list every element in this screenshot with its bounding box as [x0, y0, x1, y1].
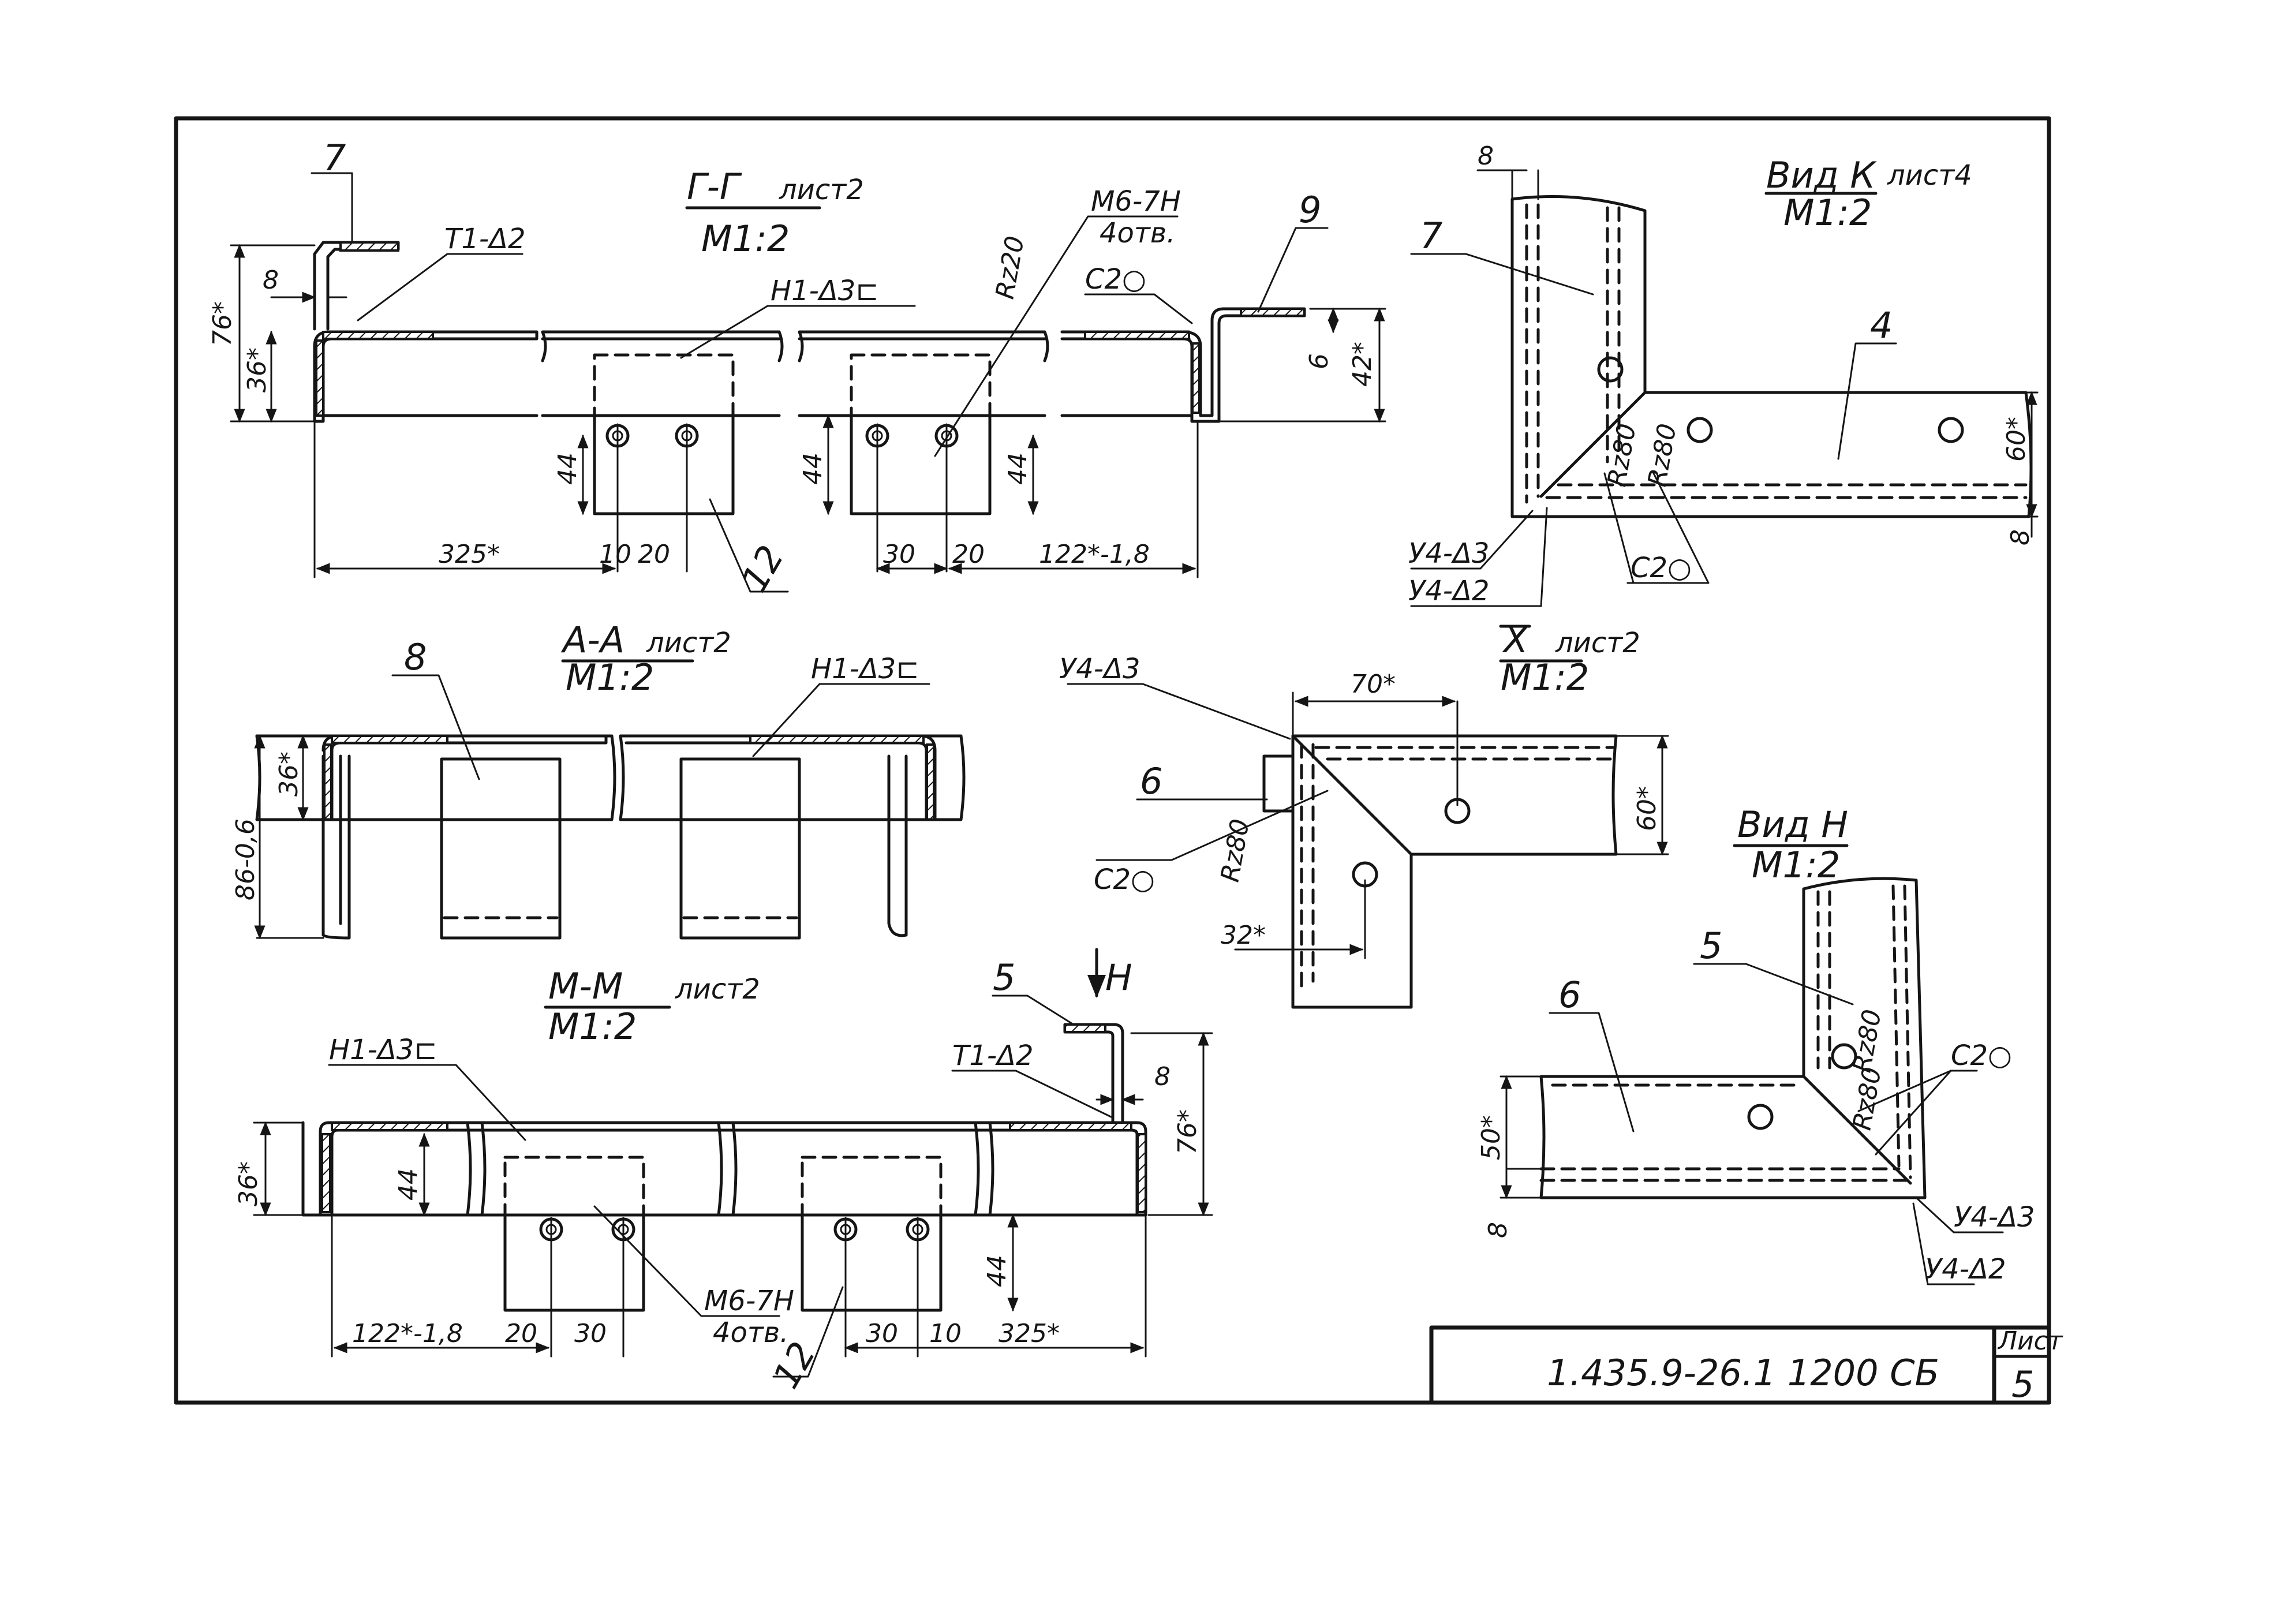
- mm-dim-122: 122*-1,8: [352, 1319, 463, 1348]
- mm-dim-44a: 44: [394, 1168, 423, 1201]
- k-dim-8b: 8: [2006, 529, 2035, 545]
- mm-thread: М6-7Н: [704, 1285, 794, 1317]
- gg-dim-44b: 44: [798, 453, 828, 485]
- k-weld-u4d3: У4-Δ3: [1408, 537, 1489, 570]
- arrow-h-label: Н: [1105, 956, 1132, 999]
- gg-dim-36: 36*: [242, 347, 272, 392]
- view-gg: Г-Г лист2 М1:2: [208, 137, 1386, 599]
- view-vid-k: Вид К лист4 М1:2 8 60* 8 Rz80 Rz80 7 4 У…: [1408, 141, 2039, 607]
- view-vid-k-sheet-ref: лист4: [1887, 159, 1972, 192]
- x-dim-60: 60*: [1632, 786, 1662, 831]
- x-pos-6: 6: [1140, 760, 1162, 802]
- k-dim-8a: 8: [1478, 141, 1494, 171]
- gg-dim-10: 10: [599, 540, 631, 569]
- mm-weld-t1: Т1-Δ2: [952, 1040, 1034, 1072]
- n-rz80b: Rz80: [1848, 1065, 1887, 1132]
- x-dim-70: 70*: [1351, 670, 1396, 699]
- view-x-sheet-ref: лист2: [1555, 627, 1640, 659]
- gg-dim-44c: 44: [1003, 453, 1033, 485]
- n-weld-u4d2: У4-Δ2: [1925, 1253, 2006, 1285]
- gg-weld-t1: Т1-Δ2: [444, 223, 526, 255]
- n-pos-5: 5: [1700, 925, 1722, 967]
- gg-dim-6: 6: [1304, 353, 1334, 369]
- view-aa-scale: М1:2: [566, 656, 654, 698]
- gg-dim-122: 122*-1,8: [1039, 540, 1150, 569]
- gg-dim-325: 325*: [439, 540, 500, 569]
- n-rz80a: Rz80: [1848, 1007, 1887, 1075]
- gg-pos-7: 7: [323, 137, 346, 179]
- gg-weld-n1: Н1-Δ3⊏: [771, 275, 879, 307]
- view-x-scale: М1:2: [1501, 656, 1589, 698]
- title-block-sheet-label: Лист: [1997, 1326, 2063, 1356]
- view-vid-n-title: Вид Н: [1737, 803, 1848, 846]
- view-aa-title: А-А: [560, 619, 625, 661]
- k-weld-u4d2: У4-Δ2: [1408, 575, 1489, 607]
- view-aa-sheet-ref: лист2: [646, 627, 731, 659]
- mm-pos-5: 5: [993, 956, 1015, 999]
- gg-pos-9: 9: [1299, 189, 1321, 231]
- gg-rz20: Rz20: [990, 234, 1030, 301]
- aa-weld-n1: Н1-Δ3⊏: [811, 653, 919, 685]
- view-gg-scale: М1:2: [701, 218, 790, 260]
- gg-dim-8: 8: [263, 266, 279, 295]
- view-mm: М-М лист2 М1:2: [234, 948, 1213, 1396]
- view-x: X лист2 М1:2 70* 60* 32* Rz80 У4-Δ3 6 С2…: [1059, 619, 1669, 1009]
- view-vid-k-title: Вид К: [1766, 154, 1877, 196]
- gg-dim-76: 76*: [208, 301, 237, 346]
- gg-dim-44a: 44: [553, 453, 582, 485]
- k-dim-60: 60*: [2002, 417, 2031, 462]
- title-block-designation: 1.435.9-26.1 1200 СБ: [1547, 1352, 1939, 1394]
- mm-dim-44b: 44: [982, 1255, 1012, 1287]
- n-pos-6: 6: [1558, 974, 1581, 1016]
- mm-dim-76: 76*: [1173, 1109, 1202, 1154]
- view-gg-sheet-ref: лист2: [779, 174, 864, 206]
- n-dim-8: 8: [1483, 1222, 1513, 1238]
- aa-dim-86: 86-0,6: [231, 818, 260, 900]
- x-weld-u4d3: У4-Δ3: [1059, 653, 1140, 685]
- view-aa: А-А лист2 М1:2 86-0,6 36* 8 Н1-Δ3⊏: [231, 619, 966, 940]
- mm-dim-20: 20: [505, 1319, 537, 1348]
- drawing-frame: [174, 116, 2051, 1405]
- gg-dim-30: 30: [883, 540, 915, 569]
- view-mm-sheet-ref: лист2: [675, 973, 760, 1005]
- view-vid-k-scale: М1:2: [1783, 192, 1872, 234]
- aa-pos-8: 8: [404, 636, 427, 678]
- mm-dim-30b: 30: [866, 1319, 898, 1348]
- gg-holes: 4отв.: [1100, 217, 1175, 249]
- title-block-sheet-number: 5: [2011, 1363, 2034, 1405]
- mm-weld-n1: Н1-Δ3⊏: [329, 1034, 437, 1066]
- x-weld-c2: С2○: [1094, 863, 1155, 896]
- mm-dim-10: 10: [929, 1319, 962, 1348]
- mm-dim-30a: 30: [574, 1319, 607, 1348]
- gg-dim-20b: 20: [952, 540, 985, 569]
- title-block: 1.435.9-26.1 1200 СБ Лист 5: [1429, 1325, 2063, 1405]
- view-mm-title: М-М: [548, 965, 623, 1007]
- mm-dim-8: 8: [1154, 1062, 1171, 1091]
- view-gg-title: Г-Г: [687, 166, 742, 208]
- mm-dim-325: 325*: [999, 1319, 1060, 1348]
- gg-pos-12: 12: [733, 539, 792, 599]
- k-pos-4: 4: [1870, 304, 1893, 346]
- k-pos-7: 7: [1420, 215, 1442, 257]
- k-weld-c2: С2○: [1631, 552, 1692, 584]
- gg-dim-42: 42*: [1348, 342, 1377, 387]
- n-weld-u4d3: У4-Δ3: [1954, 1201, 2035, 1233]
- mm-dim-36: 36*: [234, 1161, 263, 1206]
- x-dim-32: 32*: [1221, 921, 1266, 950]
- n-dim-50: 50*: [1476, 1115, 1506, 1160]
- x-rz80: Rz80: [1216, 817, 1255, 884]
- view-mm-scale: М1:2: [548, 1005, 637, 1048]
- k-rz80a: Rz80: [1602, 421, 1642, 489]
- gg-weld-c2: С2○: [1085, 263, 1146, 296]
- mm-holes: 4отв.: [713, 1317, 788, 1349]
- gg-thread: М6-7Н: [1091, 185, 1181, 218]
- n-weld-c2: С2○: [1951, 1040, 2012, 1072]
- view-vid-n-scale: М1:2: [1752, 844, 1840, 886]
- gg-dim-20a: 20: [638, 540, 670, 569]
- view-vid-n: Вид Н М1:2 50* 8 Rz80 Rz80 5 6 С2○ У4-Δ3…: [1476, 803, 2035, 1285]
- k-rz80b: Rz80: [1643, 421, 1682, 489]
- aa-dim-36: 36*: [274, 752, 304, 797]
